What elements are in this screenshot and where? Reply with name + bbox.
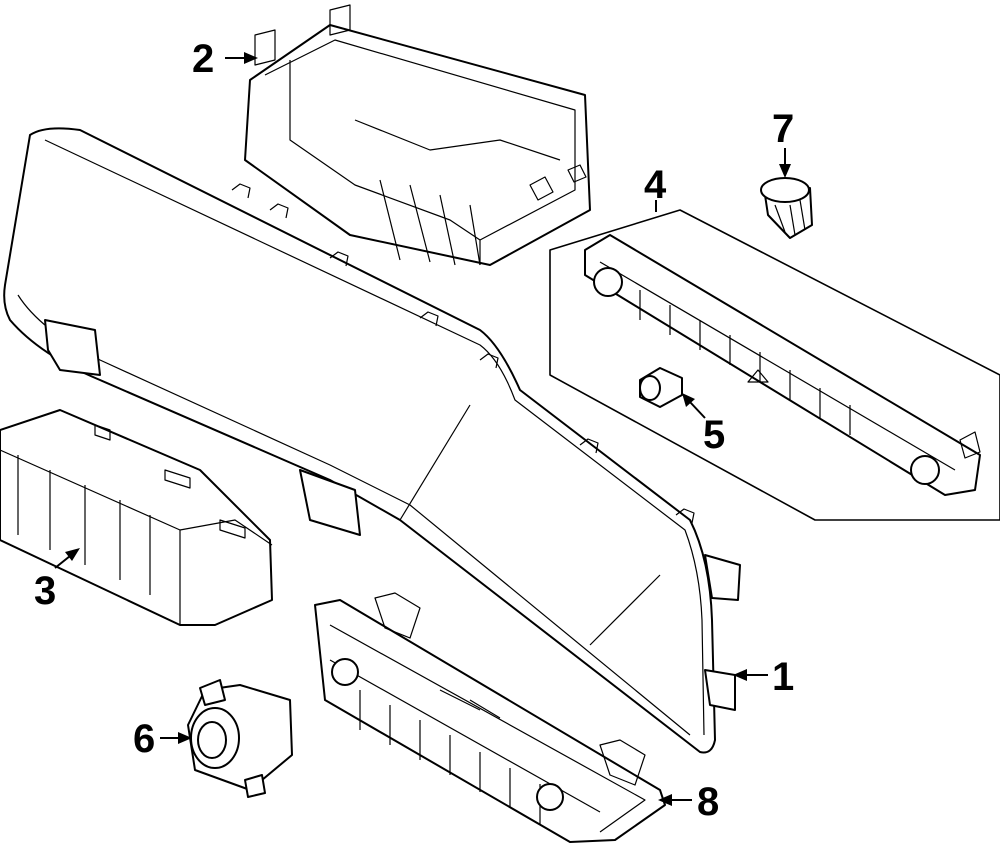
callout-8: 8	[697, 780, 719, 824]
leader-lines	[54, 52, 791, 806]
arrow-7-icon	[779, 164, 791, 178]
callout-5: 5	[703, 413, 725, 457]
arrow-3-icon	[65, 548, 80, 561]
callout-3: 3	[34, 569, 56, 613]
part-2-display-module	[244, 4, 591, 266]
arrow-5-icon	[682, 393, 695, 407]
arrow-2-icon	[244, 52, 258, 64]
part-7-button-cap	[760, 177, 813, 239]
callout-7: 7	[772, 107, 794, 151]
part-6-rotary-switch	[187, 679, 293, 798]
callout-2: 2	[192, 37, 214, 81]
callout-6: 6	[133, 717, 155, 761]
part-1-cluster-bezel	[3, 127, 741, 754]
callout-1: 1	[772, 655, 794, 699]
part-8-climate-panel	[314, 592, 666, 843]
arrow-6-icon	[178, 732, 192, 744]
arrow-1-icon	[733, 669, 747, 681]
part-3-switch-panel	[0, 409, 273, 626]
callout-4: 4	[644, 163, 667, 207]
part-5-knob	[639, 367, 683, 408]
part-4-control-panel	[549, 209, 1000, 521]
arrow-8-icon	[658, 794, 672, 806]
